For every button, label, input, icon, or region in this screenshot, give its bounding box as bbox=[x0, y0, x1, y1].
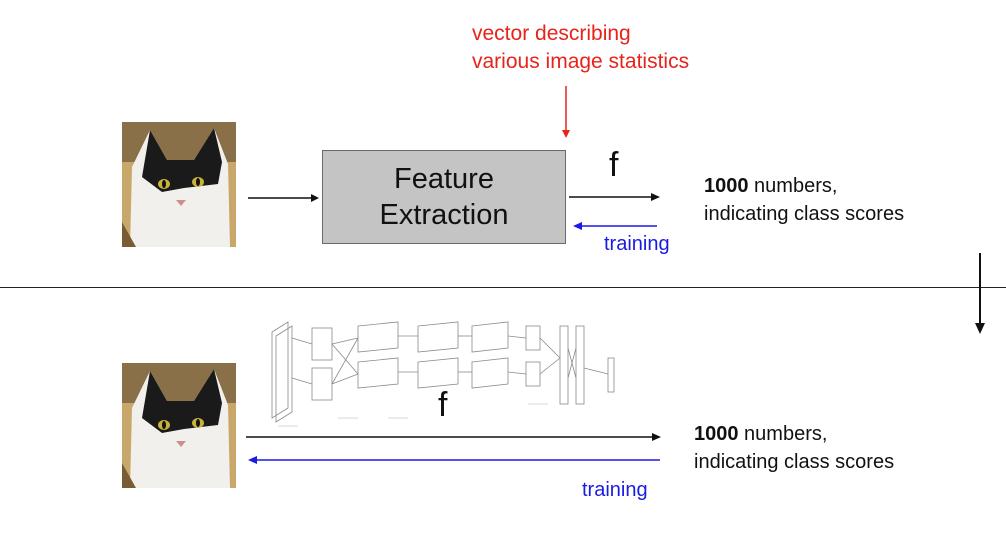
scores-unit-top: numbers, bbox=[748, 175, 838, 197]
transition-arrow-down bbox=[975, 253, 985, 334]
training-label-top: training bbox=[604, 233, 670, 255]
training-arrow-top bbox=[573, 222, 657, 230]
function-label-bottom: f bbox=[438, 386, 448, 424]
class-scores-text-bottom: 1000 numbers, indicating class scores bbox=[694, 420, 894, 476]
statistics-annotation: vector describing various image statisti… bbox=[472, 20, 689, 76]
annotation-line-1: vector describing bbox=[472, 22, 631, 45]
function-label-top: f bbox=[609, 146, 619, 184]
feature-box-line-1: Feature bbox=[394, 163, 494, 195]
annotation-line-2: various image statistics bbox=[472, 50, 690, 73]
training-label-bottom: training bbox=[582, 479, 648, 501]
cat-image-bottom bbox=[122, 363, 236, 488]
annotation-arrow bbox=[562, 86, 570, 138]
input-arrow-top bbox=[248, 194, 319, 202]
feature-extraction-box: Feature Extraction bbox=[322, 150, 566, 244]
scores-count-bottom: 1000 bbox=[694, 423, 739, 445]
cnn-architecture-diagram bbox=[271, 321, 615, 427]
cat-image-top bbox=[122, 122, 236, 247]
scores-description-top: indicating class scores bbox=[704, 203, 905, 225]
output-arrow-bottom bbox=[246, 433, 661, 441]
training-arrow-bottom bbox=[248, 456, 660, 464]
feature-box-line-2: Extraction bbox=[379, 199, 509, 231]
section-divider bbox=[0, 287, 1006, 288]
scores-count-top: 1000 bbox=[704, 175, 749, 197]
scores-description-bottom: indicating class scores bbox=[694, 451, 895, 473]
output-arrow-top bbox=[569, 193, 660, 201]
class-scores-text-top: 1000 numbers, indicating class scores bbox=[704, 172, 904, 228]
scores-unit-bottom: numbers, bbox=[738, 423, 828, 445]
